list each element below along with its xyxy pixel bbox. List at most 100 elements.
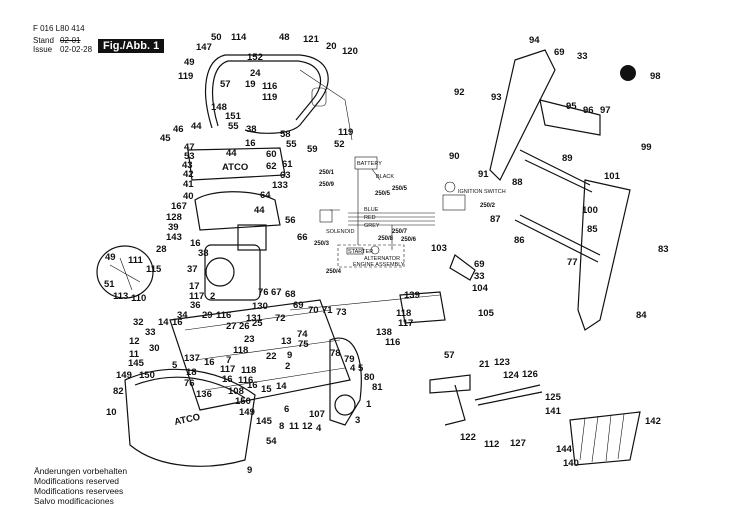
- callout-117: 117: [189, 291, 204, 302]
- callout-69: 69: [554, 47, 565, 58]
- callout-5: 5: [358, 363, 364, 374]
- callout-32: 32: [133, 317, 144, 328]
- callout-26: 26: [239, 321, 250, 332]
- wiring-ref-250-1: 250/1: [319, 170, 335, 176]
- callout-60: 60: [266, 149, 277, 160]
- callout-76: 76: [184, 378, 195, 389]
- wiring-refs: 250/1250/9250/5250/2250/3250/7250/6250/4…: [314, 170, 496, 275]
- callout-148: 148: [211, 102, 227, 113]
- callout-96: 96: [583, 105, 594, 116]
- callout-2: 2: [210, 291, 215, 302]
- handle-assembly: [205, 54, 353, 141]
- callout-41: 41: [183, 179, 194, 190]
- callout-84: 84: [636, 310, 647, 321]
- callout-68: 68: [285, 289, 296, 300]
- callout-107: 107: [309, 409, 325, 420]
- callout-29: 29: [202, 310, 213, 321]
- wire-label-grey: GREY: [364, 223, 380, 229]
- wire-label-alternator: ALTERNATOR: [364, 256, 400, 262]
- callout-150: 150: [139, 370, 155, 381]
- callout-7: 7: [226, 355, 231, 366]
- callout-116: 116: [216, 310, 231, 321]
- callout-21: 21: [479, 359, 490, 370]
- wire-label-black: BLACK: [376, 174, 394, 180]
- callout-13: 13: [281, 336, 292, 347]
- callout-83: 83: [658, 244, 669, 255]
- callout-10: 10: [106, 407, 117, 418]
- callout-64: 64: [260, 190, 271, 201]
- wire-label-engine-assembly: ENGINE ASSEMBLY: [353, 262, 405, 268]
- callout-16: 16: [245, 138, 256, 149]
- callout-46: 46: [173, 124, 184, 135]
- callout-39: 39: [168, 222, 179, 233]
- callout-115: 115: [146, 264, 162, 275]
- issue-value: 02-02-28: [60, 45, 93, 54]
- callout-128: 128: [166, 212, 182, 223]
- callout-152: 152: [247, 52, 263, 63]
- callout-16: 16: [172, 317, 183, 328]
- callout-122: 122: [460, 432, 476, 443]
- callout-11: 11: [289, 421, 300, 432]
- callout-62: 62: [266, 161, 277, 172]
- callout-167: 167: [171, 201, 187, 212]
- callout-151: 151: [225, 111, 242, 122]
- callout-50: 50: [211, 32, 222, 43]
- callout-92: 92: [454, 87, 465, 98]
- callout-25: 25: [252, 318, 263, 329]
- callout-79: 79: [344, 354, 355, 365]
- callout-98: 98: [650, 71, 661, 82]
- callout-114: 114: [231, 32, 247, 43]
- wiring-ref-250-4: 250/4: [326, 269, 342, 275]
- callout-100: 100: [582, 205, 598, 216]
- brand-logo-box: ATCO: [173, 412, 201, 428]
- callout-11: 11: [129, 349, 140, 360]
- callout-66: 66: [297, 232, 308, 243]
- callout-108: 108: [228, 386, 244, 397]
- callout-141: 141: [545, 406, 562, 417]
- callout-4: 4: [316, 423, 322, 434]
- callout-81: 81: [372, 382, 383, 393]
- note-en: Modifications reserved: [34, 476, 120, 486]
- callout-57: 57: [220, 79, 231, 90]
- callout-40: 40: [183, 191, 194, 202]
- callout-69: 69: [474, 259, 485, 270]
- modification-notes: Änderungen vorbehalten Modifications res…: [34, 466, 127, 506]
- callout-105: 105: [478, 308, 495, 319]
- callout-97: 97: [600, 105, 611, 116]
- callout-53: 53: [184, 151, 195, 162]
- callout-111: 111: [128, 255, 144, 266]
- wire-label-blue: BLUE: [364, 207, 379, 213]
- callout-57: 57: [444, 350, 455, 361]
- callout-27: 27: [226, 321, 237, 332]
- wire-label-starter: STARTER: [348, 249, 373, 255]
- callout-150: 150: [235, 396, 251, 407]
- callout-16: 16: [247, 380, 258, 391]
- callout-16: 16: [190, 238, 201, 249]
- engine-assembly: ATCO: [187, 147, 286, 301]
- wiring-ref-250-2: 250/2: [480, 203, 496, 209]
- callout-71: 71: [322, 305, 333, 316]
- note-es: Salvo modificaciones: [34, 496, 114, 506]
- chassis-frame: [169, 291, 446, 426]
- callout-136: 136: [196, 389, 212, 400]
- callout-117: 117: [398, 318, 413, 329]
- callout-52: 52: [334, 139, 345, 150]
- callout-38: 38: [198, 248, 209, 259]
- callout-126: 126: [522, 369, 538, 380]
- callout-9: 9: [287, 350, 292, 361]
- callout-82: 82: [113, 386, 124, 397]
- callout-33: 33: [577, 51, 588, 62]
- callout-37: 37: [187, 264, 198, 275]
- callout-55: 55: [286, 139, 297, 150]
- callout-147: 147: [196, 42, 212, 53]
- callout-1: 1: [366, 399, 372, 410]
- callout-85: 85: [587, 224, 598, 235]
- callout-33: 33: [474, 271, 485, 282]
- callout-80: 80: [364, 372, 375, 383]
- callout-20: 20: [326, 41, 337, 52]
- wire-label-ignition-switch: IGNITION SWITCH: [458, 189, 506, 195]
- note-de: Änderungen vorbehalten: [34, 466, 128, 476]
- callout-61: 61: [282, 159, 293, 170]
- callout-48: 48: [279, 32, 290, 43]
